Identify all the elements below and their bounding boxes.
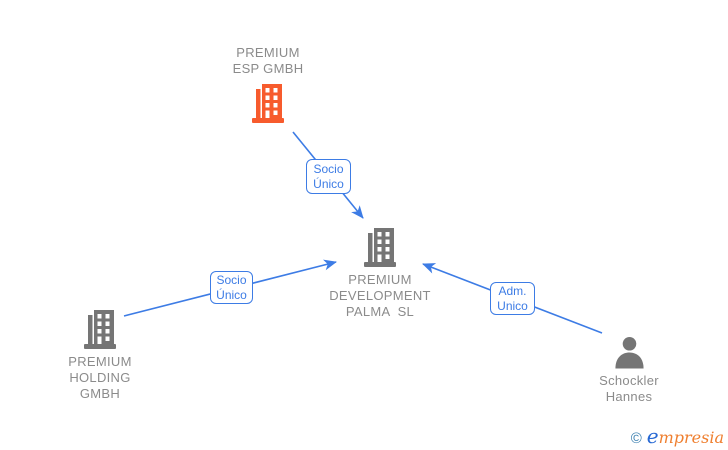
building-icon [252,84,284,123]
edge-label-line: Socio [313,161,344,176]
edge-label-socio-unico-top: Socio Único [306,159,351,194]
node-schockler-hannes[interactable]: Schockler Hannes [569,336,689,405]
company-name: PREMIUM ESP GMBH [233,45,304,77]
brand-initial: e [646,424,659,448]
person-name-line: Schockler [599,373,659,388]
company-name-line: PREMIUM [68,354,132,369]
company-name: PREMIUM HOLDING GMBH [68,354,132,402]
edge-label-line: Único [313,176,344,191]
company-name-line: DEVELOPMENT [329,288,431,303]
company-name-line: PALMA SL [345,304,415,319]
edge-label-line: Socio [216,272,247,287]
company-name-line: PREMIUM [236,45,300,60]
company-name-line: PREMIUM [348,272,412,287]
person-name-line: Hannes [605,389,653,404]
edge-label-socio-unico-left: Socio Único [210,271,253,304]
brand-rest: mpresia [658,428,724,447]
company-name: PREMIUM DEVELOPMENT PALMA SL [329,272,431,320]
edge-label-line: Único [216,287,247,302]
person-icon [614,336,644,369]
node-premium-esp-gmbh[interactable]: PREMIUM ESP GMBH [188,45,348,124]
building-icon [84,310,116,349]
edge-label-line: Adm. [498,283,527,298]
company-name-line: HOLDING [69,370,131,385]
node-premium-development-palma-sl[interactable]: PREMIUM DEVELOPMENT PALMA SL [300,227,460,320]
copyright-symbol: © [630,430,642,447]
edge-label-line: Unico [497,298,528,313]
person-name: Schockler Hannes [599,373,659,405]
building-icon [364,228,396,267]
node-premium-holding-gmbh[interactable]: PREMIUM HOLDING GMBH [40,309,160,402]
edge-label-adm-unico: Adm. Unico [490,282,535,315]
company-name-line: GMBH [79,386,121,401]
company-name-line: ESP GMBH [232,61,304,76]
